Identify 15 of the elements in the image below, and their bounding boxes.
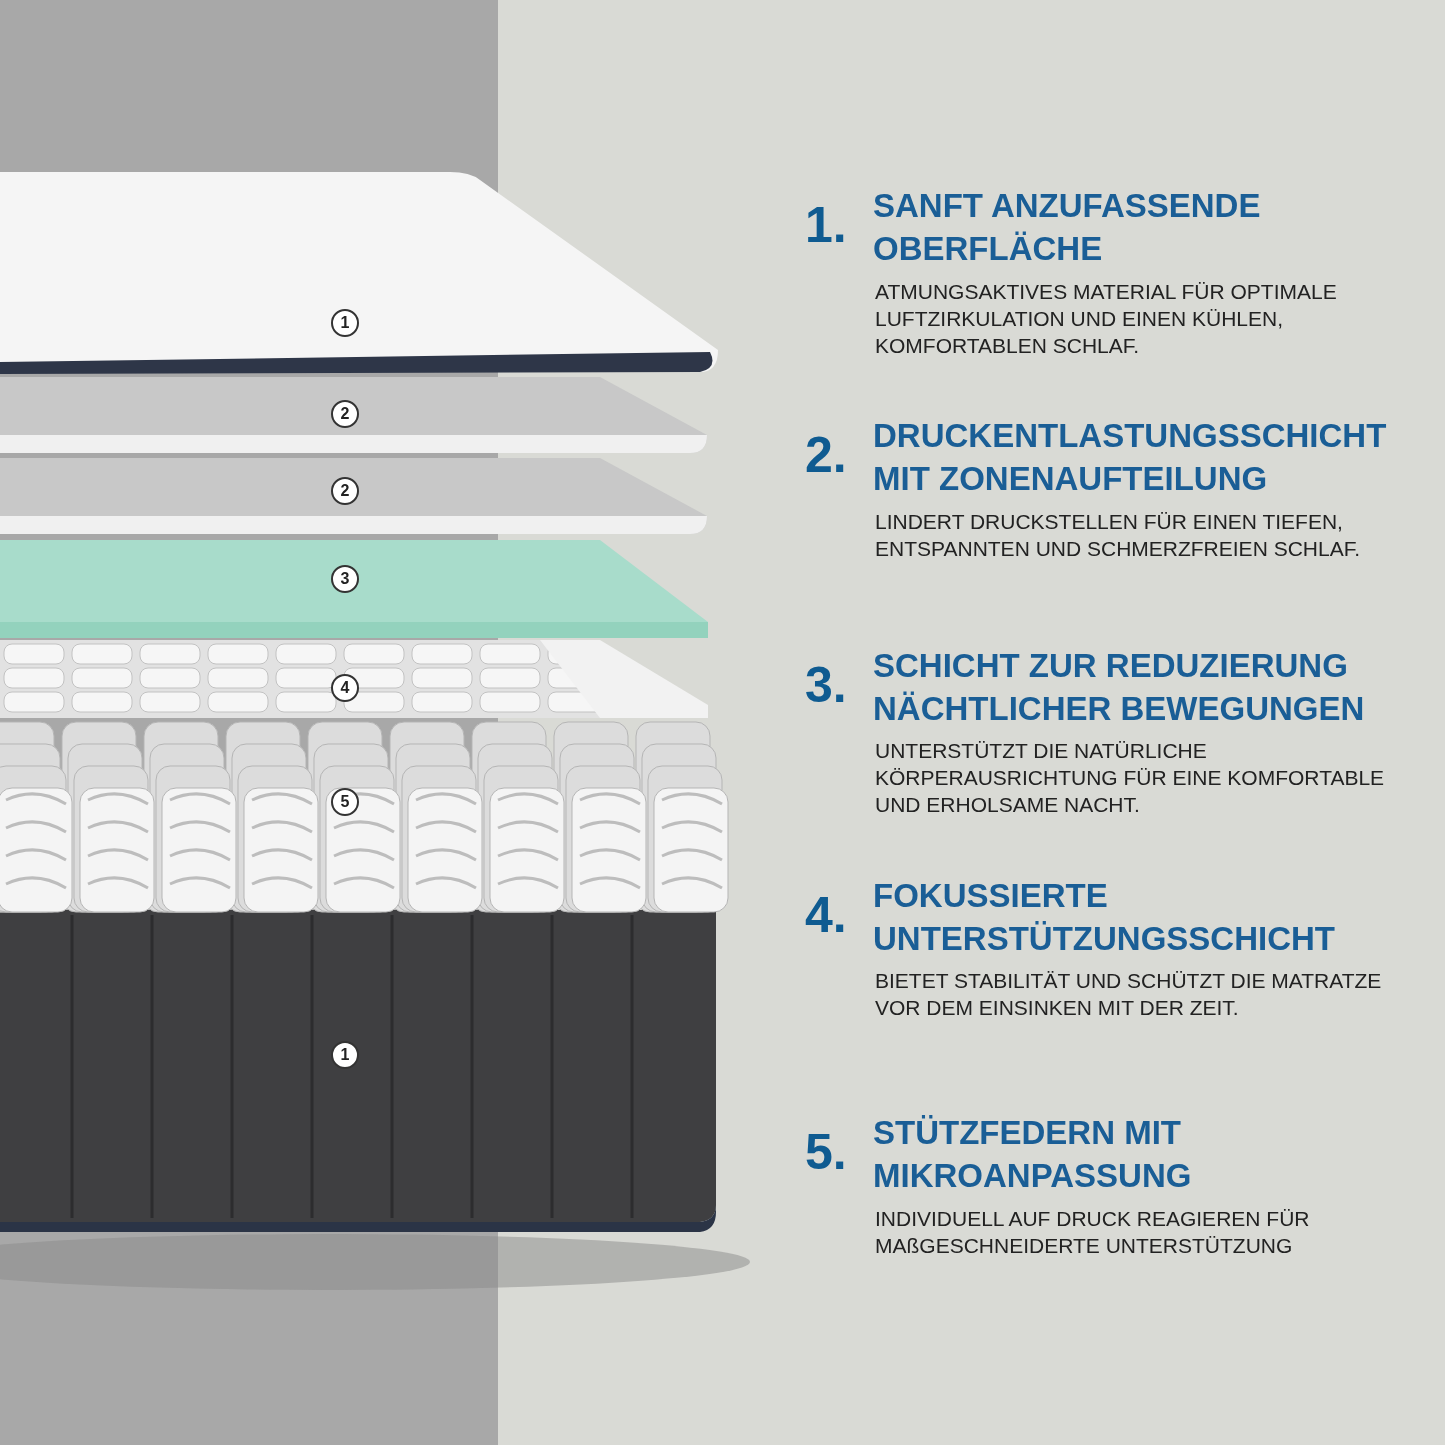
item-number: 1.	[805, 196, 847, 254]
layer-description: INDIVIDUELL AUF DRUCK REAGIEREN FÜR MAßGESCHNEIDERTE UNTERSTÜTZUNG	[875, 1206, 1311, 1259]
layer-description: LINDERT DRUCKSTELLEN FÜR EINEN TIEFEN, ENTSPANNTEN UND SCHMERZFREIEN SCHLAF.	[875, 509, 1361, 562]
layer-heading: SCHICHT ZUR REDUZIERUNG NÄCHTLICHER BEWEGUNGEN	[873, 646, 1366, 729]
layer-description: BIETET STABILITÄT UND SCHÜTZT DIE MATRATZE VOR DEM EINSINKEN MIT DER ZEIT.	[875, 968, 1383, 1021]
item-number: 3.	[805, 656, 847, 714]
layer-heading: DRUCKENTLASTUNGSSCHICHT MIT ZONENAUFTEILUNG	[873, 416, 1388, 499]
item-number: 5.	[805, 1123, 847, 1181]
layer-heading: STÜTZFEDERN MIT MIKROANPASSUNG	[873, 1113, 1193, 1196]
layer-heading: FOKUSSIERTE UNTERSTÜTZUNGSSCHICHT	[873, 876, 1336, 959]
layer-description: UNTERSTÜTZT DIE NATÜRLICHE KÖRPERAUSRICHTUNG FÜR EINE KOMFORTABLE UND ERHOLSAME NACHT.	[875, 738, 1386, 818]
item-number: 2.	[805, 426, 847, 484]
layer-description: ATMUNGSAKTIVES MATERIAL FÜR OPTIMALE LUFTZIRKULATION UND EINEN KÜHLEN, KOMFORTABLEN SCHLAF.	[875, 279, 1338, 359]
layer-heading: SANFT ANZUFASSENDE OBERFLÄCHE	[873, 186, 1262, 269]
item-number: 4.	[805, 886, 847, 944]
